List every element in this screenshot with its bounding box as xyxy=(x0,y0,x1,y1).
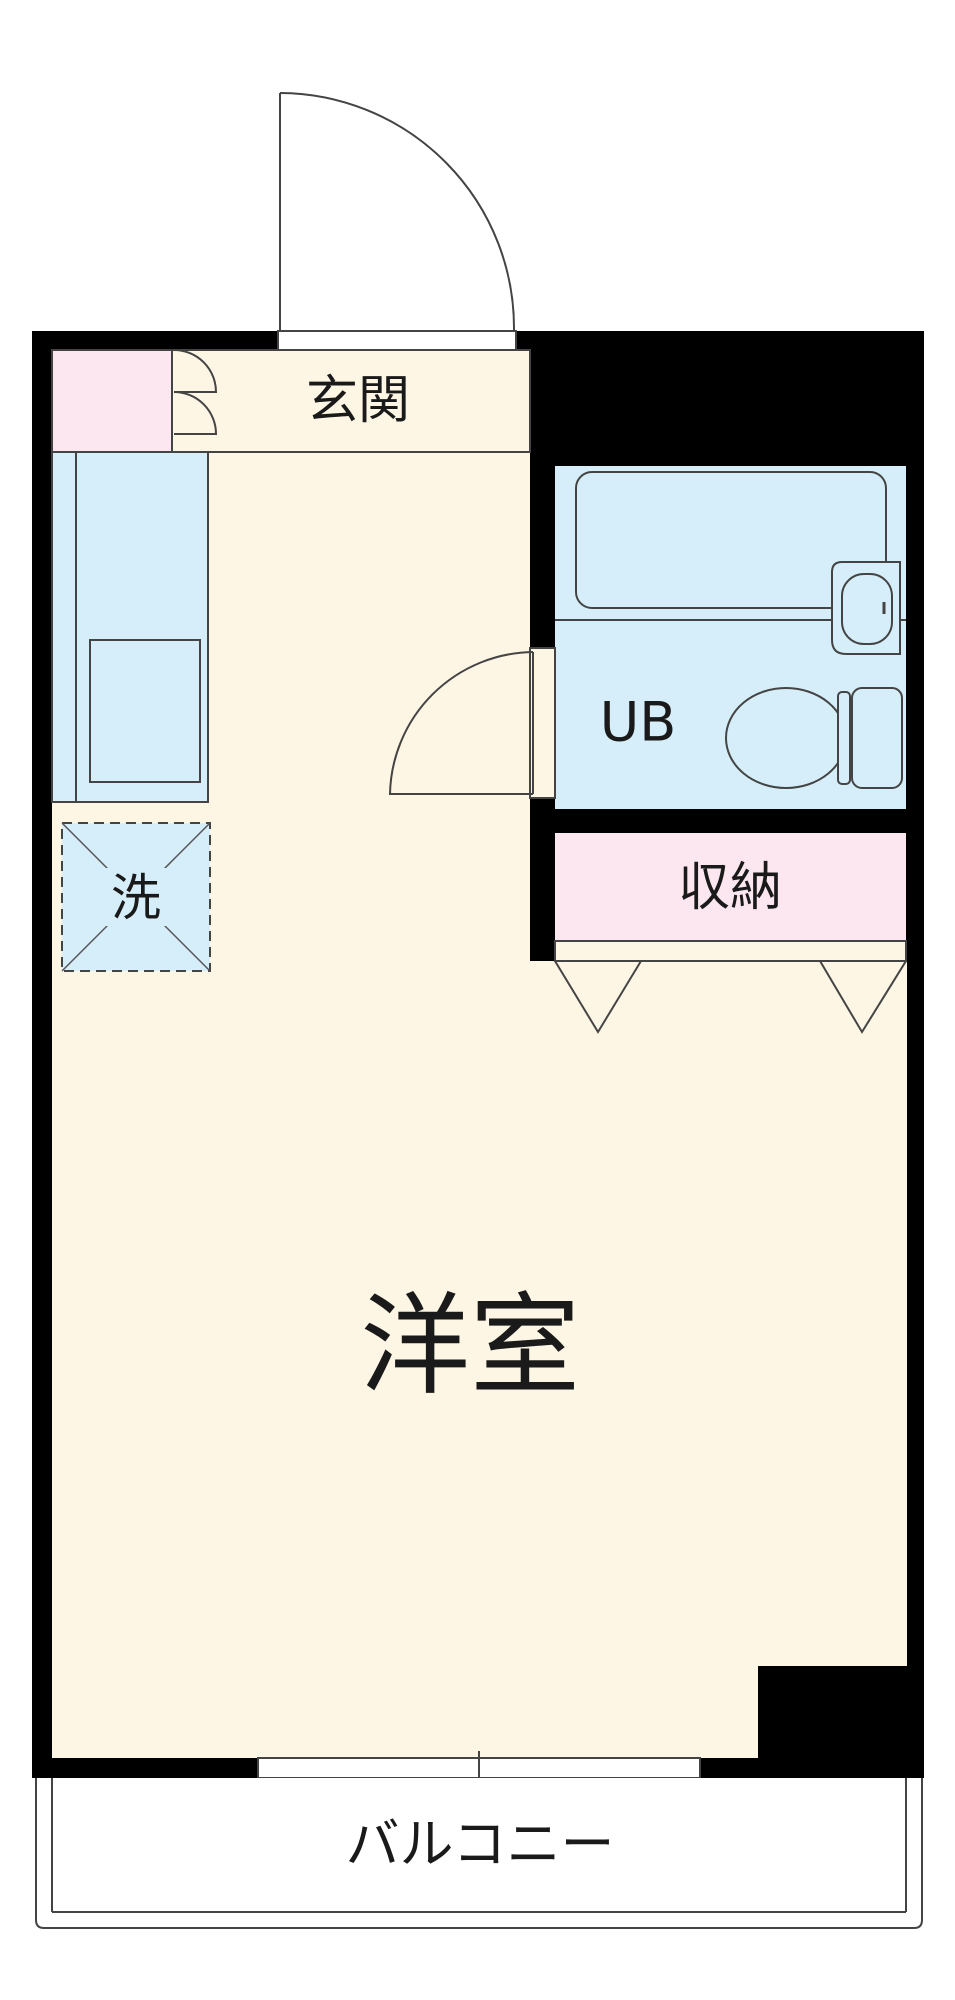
bath-door-frame xyxy=(529,647,556,799)
shoe-box-door-bottom xyxy=(173,391,218,435)
closet-door-left xyxy=(554,960,642,1034)
genkan-label: 玄関 xyxy=(306,371,410,431)
closet-label: 収納 xyxy=(678,858,782,918)
shoe-box-door-top xyxy=(173,349,218,393)
closet-door-right xyxy=(819,960,907,1034)
shoe-box xyxy=(51,349,173,453)
entrance-door-swing xyxy=(279,92,516,331)
closet-door-rail xyxy=(554,940,907,962)
balcony-outline xyxy=(35,1778,923,1929)
bath-door-swing xyxy=(388,651,534,795)
sink xyxy=(831,561,901,655)
washer-label: 洗 xyxy=(111,869,161,927)
washer-label-bg xyxy=(104,868,168,926)
closet xyxy=(555,833,906,941)
toilet-bowl xyxy=(725,687,847,789)
sink-bowl xyxy=(841,573,893,645)
western-room-label: 洋室 xyxy=(360,1282,580,1410)
toilet-tank xyxy=(851,687,903,789)
balcony-label: バルコニー xyxy=(346,1813,615,1876)
corner-pillar xyxy=(758,1666,924,1778)
entrance-door-opening xyxy=(277,330,517,351)
bathtub xyxy=(575,471,887,609)
toilet-seat-edge xyxy=(837,691,851,785)
kitchen-sink xyxy=(89,639,201,783)
ub-label: UB xyxy=(600,691,677,754)
